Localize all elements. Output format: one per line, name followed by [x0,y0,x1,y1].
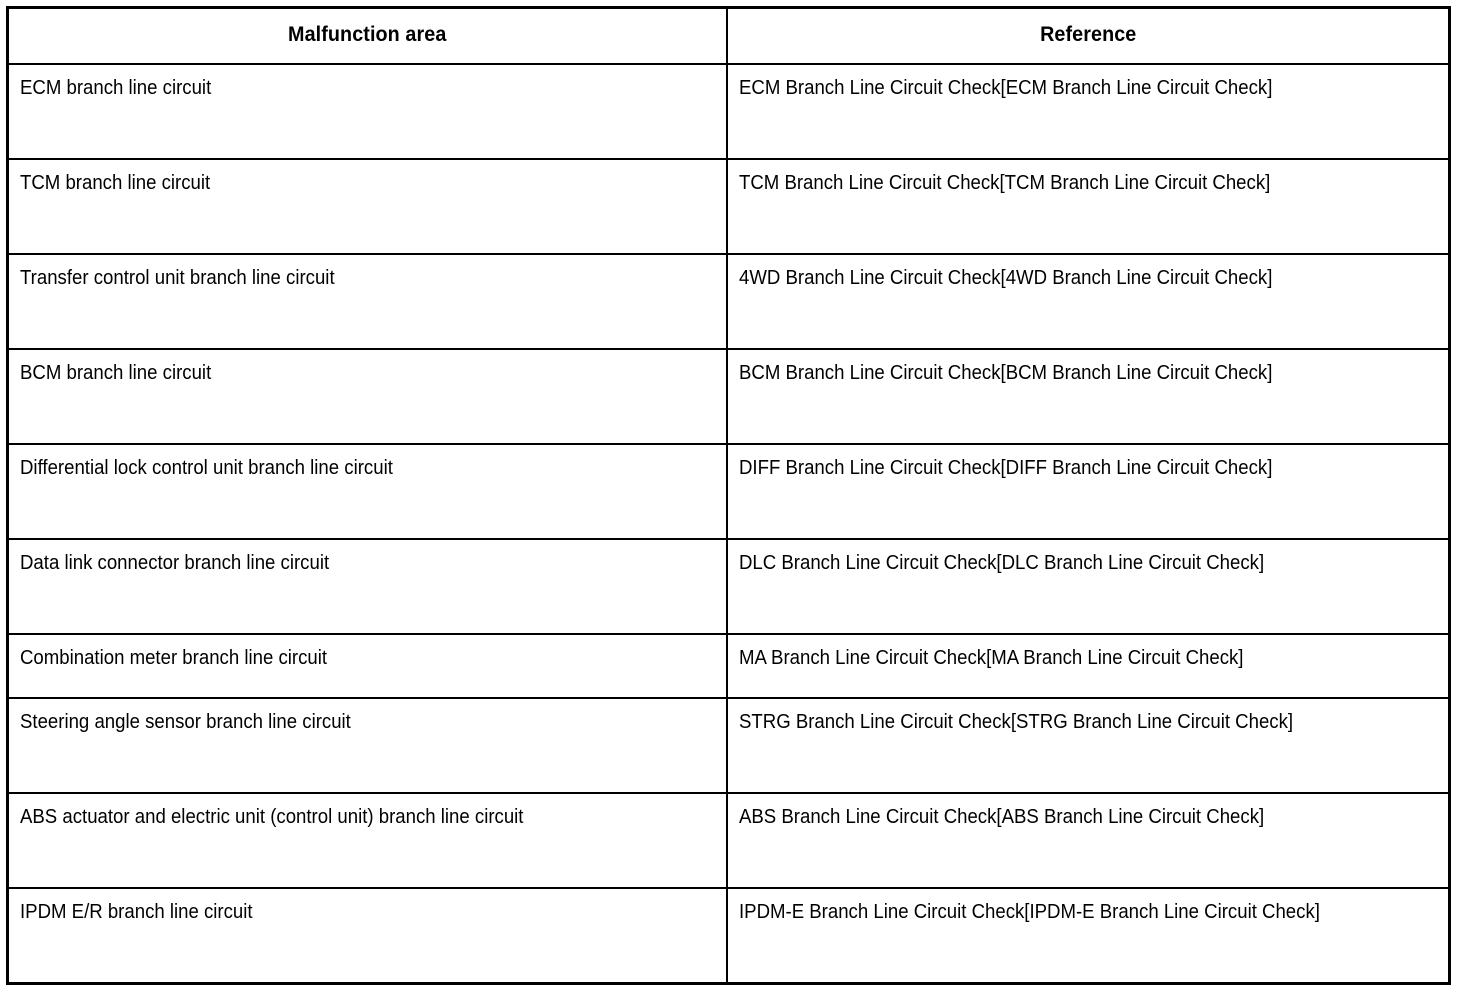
column-header-malfunction-area-label: Malfunction area [288,23,447,46]
cell-reference: STRG Branch Line Circuit Check[STRG Bran… [725,697,1451,794]
table-row: Differential lock control unit branch li… [6,443,1451,540]
malfunction-area-text: ABS actuator and electric unit (control … [20,806,524,828]
malfunction-area-text: Data link connector branch line circuit [20,552,330,574]
malfunction-area-text: Combination meter branch line circuit [20,647,328,669]
malfunction-area-reference-table: Malfunction area Reference ECM branch li… [6,6,1451,985]
cell-reference: IPDM-E Branch Line Circuit Check[IPDM-E … [725,887,1451,985]
reference-link-text[interactable]: MA Branch Line Circuit Check[MA Branch L… [738,647,1243,669]
cell-reference: ECM Branch Line Circuit Check[ECM Branch… [725,63,1451,160]
table-row: TCM branch line circuit TCM Branch Line C… [6,158,1451,255]
reference-link-text[interactable]: IPDM-E Branch Line Circuit Check[IPDM-E … [738,901,1320,923]
cell-malfunction-area: ECM branch line circuit [6,63,728,160]
cell-malfunction-area: Data link connector branch line circuit [6,538,728,635]
cell-reference: BCM Branch Line Circuit Check[BCM Branch… [725,348,1451,445]
reference-link-text[interactable]: DLC Branch Line Circuit Check[DLC Branch… [738,552,1264,574]
column-header-malfunction-area: Malfunction area [6,6,728,65]
cell-reference: MA Branch Line Circuit Check[MA Branch L… [725,633,1451,699]
malfunction-area-text: ECM branch line circuit [20,77,212,99]
column-header-reference: Reference [725,6,1451,65]
cell-reference: TCM Branch Line Circuit Check[TCM Branch… [725,158,1451,255]
reference-link-text[interactable]: DIFF Branch Line Circuit Check[DIFF Bran… [738,457,1272,479]
table-row: BCM branch line circuit BCM Branch Line C… [6,348,1451,445]
table-row: ECM branch line circuit ECM Branch Line C… [6,63,1451,160]
malfunction-area-text: IPDM E/R branch line circuit [20,901,253,923]
cell-malfunction-area: Transfer control unit branch line circui… [6,253,728,350]
cell-malfunction-area: Combination meter branch line circuit [6,633,728,699]
reference-link-text[interactable]: ABS Branch Line Circuit Check[ABS Branch… [738,806,1264,828]
table-header: Malfunction area Reference [6,6,1451,65]
malfunction-area-text: Transfer control unit branch line circui… [20,267,335,289]
cell-malfunction-area: BCM branch line circuit [6,348,728,445]
table-row: Transfer control unit branch line circui… [6,253,1451,350]
malfunction-area-text: TCM branch line circuit [20,172,211,194]
cell-malfunction-area: TCM branch line circuit [6,158,728,255]
table-row: ABS actuator and electric unit (control … [6,792,1451,889]
malfunction-area-text: Differential lock control unit branch li… [20,457,393,479]
cell-reference: 4WD Branch Line Circuit Check[4WD Branch… [725,253,1451,350]
reference-link-text[interactable]: ECM Branch Line Circuit Check[ECM Branch… [738,77,1272,99]
document-page: Malfunction area Reference ECM branch li… [6,6,1451,985]
table-body: ECM branch line circuit ECM Branch Line C… [6,63,1451,985]
cell-malfunction-area: IPDM E/R branch line circuit [6,887,728,985]
malfunction-area-text: Steering angle sensor branch line circui… [20,711,351,733]
reference-link-text[interactable]: STRG Branch Line Circuit Check[STRG Bran… [738,711,1293,733]
cell-reference: ABS Branch Line Circuit Check[ABS Branch… [725,792,1451,889]
reference-link-text[interactable]: TCM Branch Line Circuit Check[TCM Branch… [738,172,1270,194]
reference-link-text[interactable]: BCM Branch Line Circuit Check[BCM Branch… [738,362,1272,384]
table-container: Malfunction area Reference ECM branch li… [6,6,1451,985]
table-header-row: Malfunction area Reference [6,6,1451,65]
cell-malfunction-area: ABS actuator and electric unit (control … [6,792,728,889]
column-header-reference-label: Reference [1039,23,1136,46]
reference-link-text[interactable]: 4WD Branch Line Circuit Check[4WD Branch… [738,267,1272,289]
cell-malfunction-area: Steering angle sensor branch line circui… [6,697,728,794]
table-row: Combination meter branch line circuit MA … [6,633,1451,699]
cell-malfunction-area: Differential lock control unit branch li… [6,443,728,540]
table-row: Steering angle sensor branch line circui… [6,697,1451,794]
table-row: Data link connector branch line circuit D… [6,538,1451,635]
malfunction-area-text: BCM branch line circuit [20,362,212,384]
cell-reference: DLC Branch Line Circuit Check[DLC Branch… [725,538,1451,635]
table-row: IPDM E/R branch line circuit IPDM-E Branc… [6,887,1451,985]
cell-reference: DIFF Branch Line Circuit Check[DIFF Bran… [725,443,1451,540]
